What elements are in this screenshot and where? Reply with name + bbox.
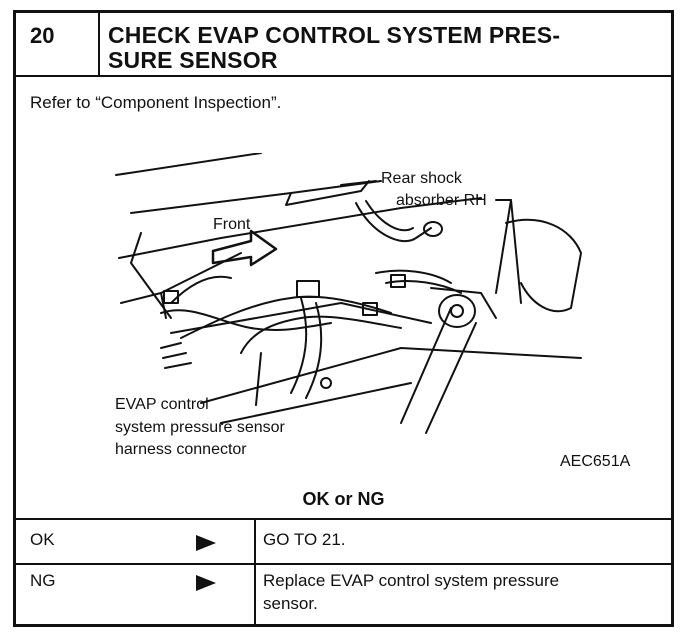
figure-code: AEC651A [560,453,631,470]
result-action: GO TO 21. [263,530,346,549]
harness-clip [163,290,179,304]
front-arrow [211,229,278,267]
result-condition: NG [30,571,56,590]
sensor-connector [296,280,320,298]
harness-wire [160,342,192,369]
step-title-line-1: CHECK EVAP CONTROL SYSTEM PRES- [108,22,561,48]
harness-wire [240,315,402,354]
body-panel-line [200,347,582,404]
result-action-line-2: sensor. [263,594,318,613]
shock-absorber-mount [438,294,476,328]
harness-wire [170,275,232,304]
harness-wire [305,302,323,399]
harness-clip [390,274,406,288]
shock-absorber-body [400,307,477,434]
pipe [365,200,414,232]
sensor-label-line-2: system pressure sensor [115,419,286,436]
shock-absorber-bolt [450,304,464,318]
leader-line [255,352,262,406]
result-action-line-1: Replace EVAP control system pressure [263,571,560,590]
cylinder-part [505,218,582,313]
body-panel-line [170,302,432,334]
results-column-divider [254,518,256,624]
sensor-label-line-3: harness connector [115,441,247,458]
leader-line [340,180,377,186]
pipe [355,202,432,243]
sensor-label-line-1: EVAP control [115,396,209,413]
step-title-line-2: SURE SENSOR [108,47,278,73]
front-label: Front [213,216,251,233]
result-heading: OK or NG [302,489,385,509]
inspection-step-table: 20 CHECK EVAP CONTROL SYSTEM PRES- SURE … [13,10,674,627]
step-title: CHECK EVAP CONTROL SYSTEM PRES- SURE SEN… [108,23,648,73]
instruction-text: Refer to “Component Inspection”. [30,93,282,112]
arrow-right-icon [196,535,216,551]
body-panel-line [115,153,262,176]
leader-line [495,199,512,294]
results-top-divider [16,518,671,520]
arrow-right-icon [196,575,216,591]
harness-wire [375,269,452,284]
body-panel-line [285,180,370,206]
header-divider [16,75,671,77]
results-row-divider [16,563,671,565]
harness-wire [385,280,462,294]
bolt [320,377,332,389]
shock-label-line-2: absorber RH [396,192,487,209]
result-condition: OK [30,530,55,549]
component-location-illustration: Front Rear shock absorber RH EVAP contro… [115,153,582,458]
body-panel-line [118,197,482,259]
harness-clip [362,302,378,316]
leader-line [510,199,522,304]
shock-absorber-top [430,287,497,319]
body-panel-line [130,232,172,319]
harness-wire [290,297,308,394]
body-panel-line [220,382,412,424]
harness-wire [180,295,392,339]
body-panel-line [130,180,382,214]
step-number-divider [98,13,100,75]
pipe-end [423,221,443,237]
body-panel-line [160,292,167,319]
shock-label-line-1: Rear shock [381,170,463,187]
step-number: 20 [30,23,55,48]
